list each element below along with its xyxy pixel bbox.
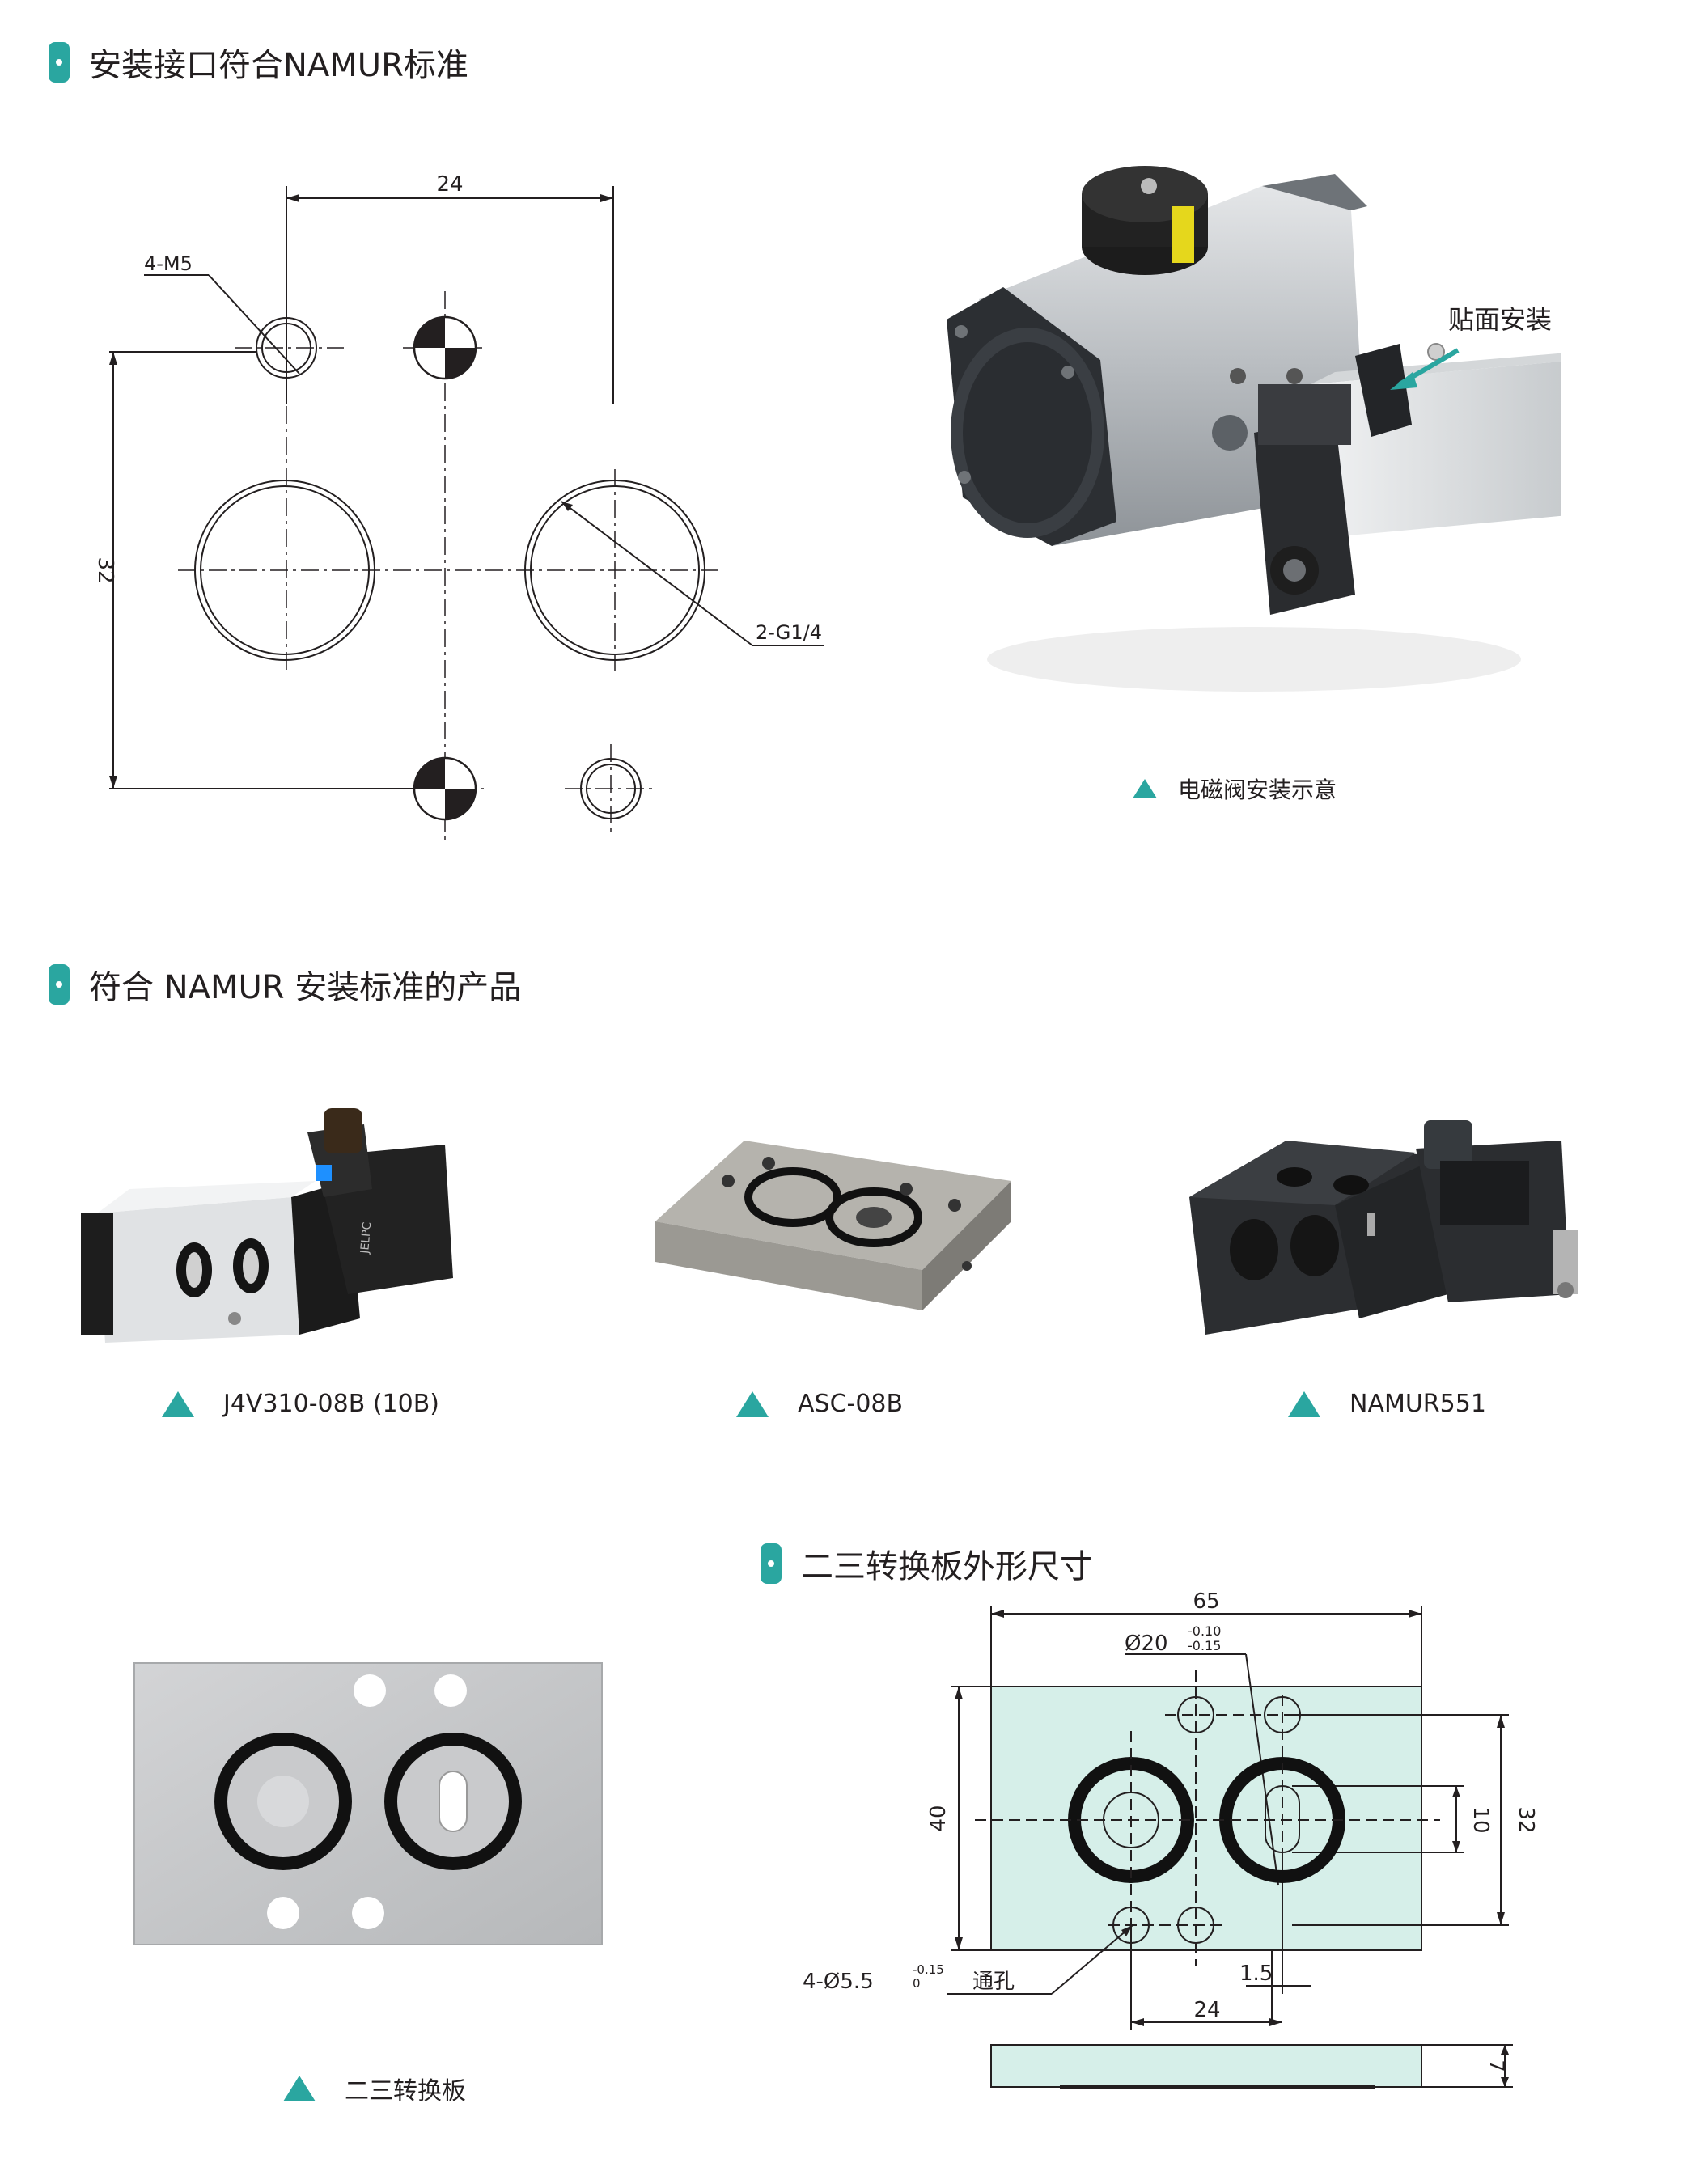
plate-dim-24: 24 bbox=[1193, 1998, 1220, 2022]
plate-dim-32: 32 bbox=[1514, 1806, 1537, 1833]
section-header-plate-dimensions: 二三转换板外形尺寸 bbox=[761, 1540, 1092, 1587]
datum-target-top-icon bbox=[413, 315, 477, 380]
plate-dim-thickness: 7 bbox=[1485, 2059, 1508, 2072]
actuator-valve-photo bbox=[947, 166, 1561, 692]
namur-interface-drawing: 24 4-M5 2-G1/4 32 bbox=[93, 172, 824, 841]
plate-dim-diameter: Ø20 bbox=[1125, 1632, 1168, 1656]
product-photo-asc08b bbox=[655, 1141, 1011, 1310]
section-header-namur-interface: 安装接口符合NAMUR标准 bbox=[49, 39, 468, 86]
plate-dim-10: 10 bbox=[1468, 1806, 1493, 1833]
plate-tol-hole-lower: 0 bbox=[913, 1976, 921, 1991]
plate-dim-width: 65 bbox=[1193, 1589, 1219, 1614]
triangle-bullet-icon bbox=[1288, 1390, 1320, 1417]
product-caption-2: ASC-08B bbox=[736, 1390, 903, 1418]
thread-label: 4-M5 bbox=[144, 252, 193, 275]
triangle-bullet-icon bbox=[736, 1390, 769, 1417]
mount-callout: 贴面安装 bbox=[1448, 304, 1553, 335]
section-title: 符合 NAMUR 安装标准的产品 bbox=[89, 969, 522, 1006]
triangle-bullet-icon bbox=[162, 1390, 194, 1417]
plate-dim-height: 40 bbox=[926, 1805, 951, 1831]
plate-hole-label: 4-Ø5.5 bbox=[803, 1970, 874, 1994]
photo1-caption: 电磁阀安装示意 bbox=[1133, 772, 1337, 805]
plate-tol-diameter-upper: -0.10 bbox=[1188, 1623, 1221, 1639]
plate-tol-diameter-lower: -0.15 bbox=[1188, 1638, 1221, 1653]
dim-height-label: 32 bbox=[93, 557, 117, 583]
section-title: 安装接口符合NAMUR标准 bbox=[89, 47, 468, 84]
dim-width-label: 24 bbox=[436, 172, 463, 197]
triangle-bullet-icon bbox=[1133, 779, 1157, 798]
svg-text:JELPC: JELPC bbox=[358, 1221, 374, 1255]
product-caption-3: NAMUR551 bbox=[1288, 1390, 1486, 1418]
product-photo-j4v310: JELPC bbox=[81, 1108, 453, 1343]
section-bullet-icon bbox=[49, 964, 70, 1005]
plate-dim-1-5: 1.5 bbox=[1239, 1962, 1273, 1986]
adapter-plate-photo bbox=[133, 1662, 603, 1945]
section-bullet-icon bbox=[761, 1543, 782, 1584]
product-photo-namur551 bbox=[1189, 1120, 1578, 1335]
datum-target-bottom-icon bbox=[413, 756, 477, 821]
adapter-plate-drawing: 65 Ø20 -0.10 -0.15 40 10 32 1.5 24 4-Ø5.… bbox=[803, 1589, 1537, 2089]
triangle-bullet-icon bbox=[283, 2076, 316, 2101]
product-caption-1: J4V310-08B (10B) bbox=[162, 1390, 439, 1418]
section-title: 二三转换板外形尺寸 bbox=[801, 1548, 1092, 1585]
port-label: 2-G1/4 bbox=[756, 621, 822, 644]
section-header-namur-products: 符合 NAMUR 安装标准的产品 bbox=[49, 961, 521, 1008]
section-bullet-icon bbox=[49, 42, 70, 83]
plate-tol-hole-upper: -0.15 bbox=[913, 1962, 944, 1977]
plate-hole-note: 通孔 bbox=[972, 1970, 1015, 1994]
plate-photo-caption: 二三转换板 bbox=[283, 2071, 466, 2106]
